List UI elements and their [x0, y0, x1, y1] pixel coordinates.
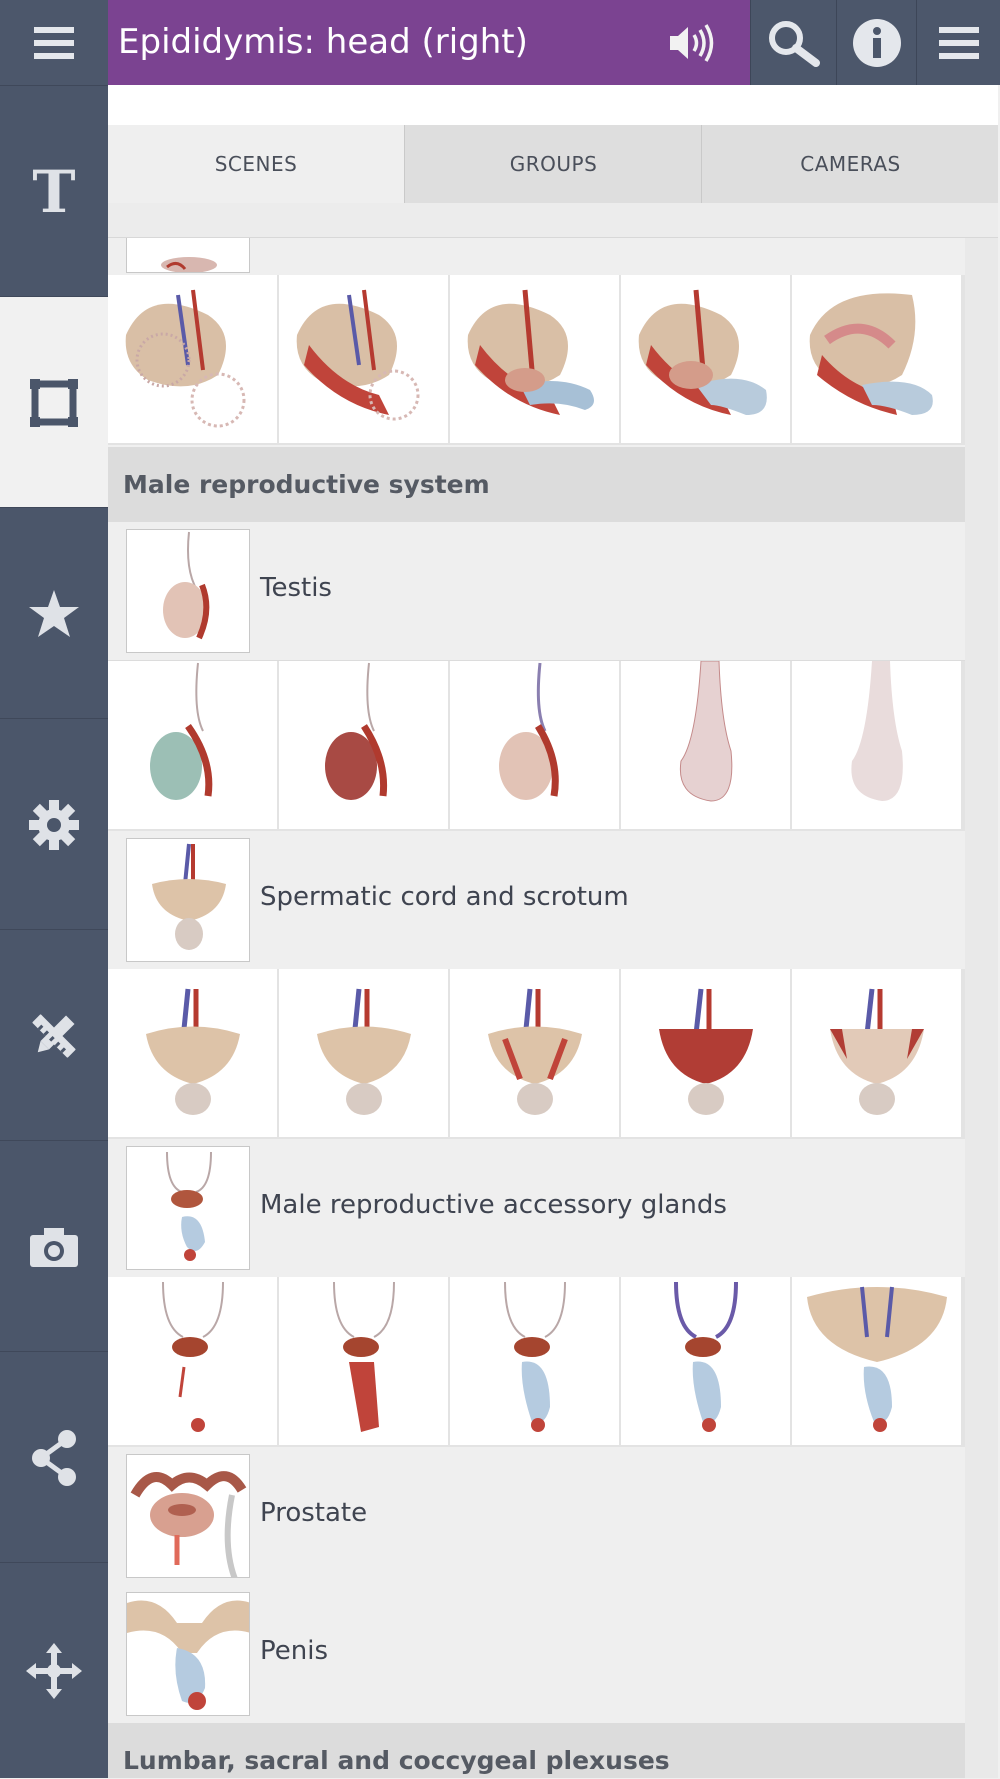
camera-icon	[30, 1227, 78, 1267]
tab-scenes[interactable]: SCENES	[108, 125, 404, 203]
section-header: Lumbar, sacral and coccygeal plexuses	[108, 1723, 965, 1778]
sidebar-item-favorites[interactable]	[0, 507, 108, 719]
tab-cameras[interactable]: CAMERAS	[701, 125, 998, 203]
sidebar: T	[0, 85, 108, 1778]
gear-icon	[29, 799, 79, 850]
scene-thumbnail[interactable]	[450, 661, 619, 829]
sidebar-item-draw[interactable]	[0, 929, 108, 1141]
scene-thumbnail[interactable]	[279, 275, 448, 443]
scene-thumbnail-row	[108, 969, 965, 1139]
search-button[interactable]	[750, 0, 837, 85]
tab-groups[interactable]: GROUPS	[404, 125, 702, 203]
scene-thumbnail[interactable]	[621, 1277, 790, 1445]
scene-list[interactable]: Male reproductive system Testis	[108, 238, 965, 1778]
scene-thumbnail[interactable]	[108, 969, 277, 1137]
scene-thumbnail	[126, 1592, 250, 1716]
sound-icon	[670, 24, 714, 62]
scene-thumbnail[interactable]	[621, 969, 790, 1137]
scene-thumbnail[interactable]	[108, 275, 277, 443]
sidebar-item-share[interactable]	[0, 1351, 108, 1563]
sidebar-item-scenes[interactable]	[0, 296, 108, 508]
sound-button[interactable]	[668, 22, 728, 64]
text-icon: T	[32, 157, 76, 226]
star-icon	[29, 589, 79, 637]
list-item[interactable]	[108, 238, 965, 276]
item-label: Testis	[260, 573, 332, 603]
scene-thumbnail[interactable]	[450, 1277, 619, 1445]
scene-thumbnail	[126, 838, 250, 962]
sidebar-item-text[interactable]: T	[0, 85, 108, 297]
options-menu-button[interactable]	[916, 0, 1000, 85]
list-item-spermatic-cord[interactable]: Spermatic cord and scrotum	[108, 831, 965, 970]
scenes-icon	[30, 378, 78, 427]
item-label: Penis	[260, 1636, 328, 1666]
scene-thumbnail[interactable]	[279, 661, 448, 829]
list-item-prostate[interactable]: Prostate	[108, 1447, 965, 1586]
scene-thumbnail[interactable]	[792, 1277, 961, 1445]
scene-thumbnail[interactable]	[108, 1277, 277, 1445]
sidebar-item-settings[interactable]	[0, 718, 108, 930]
move-icon	[26, 1643, 82, 1699]
draw-icon	[32, 1013, 76, 1058]
scene-thumbnail	[126, 529, 250, 653]
scene-thumbnail[interactable]	[279, 1277, 448, 1445]
info-icon	[853, 18, 901, 67]
scene-thumbnail	[126, 1146, 250, 1270]
scene-thumbnail[interactable]	[108, 661, 277, 829]
scene-thumbnail[interactable]	[450, 275, 619, 443]
scene-thumbnail[interactable]	[792, 969, 961, 1137]
tab-bar: SCENES GROUPS CAMERAS	[108, 125, 998, 203]
list-item-testis[interactable]: Testis	[108, 522, 965, 661]
scene-thumbnail[interactable]	[792, 661, 961, 829]
scene-thumbnail	[126, 238, 250, 273]
scene-thumbnail[interactable]	[621, 661, 790, 829]
scene-thumbnail[interactable]	[450, 969, 619, 1137]
scene-thumbnail-row	[108, 275, 965, 445]
scene-thumbnail[interactable]	[279, 969, 448, 1137]
panel-top-strip	[108, 85, 998, 126]
item-label: Prostate	[260, 1498, 368, 1528]
menu-icon	[939, 26, 979, 59]
page-title: Epididymis: head (right)	[118, 22, 528, 62]
sidebar-item-move[interactable]	[0, 1562, 108, 1779]
list-item-penis[interactable]: Penis	[108, 1585, 965, 1724]
sidebar-item-camera[interactable]	[0, 1140, 108, 1352]
item-label: Spermatic cord and scrotum	[260, 882, 629, 912]
list-item-accessory-glands[interactable]: Male reproductive accessory glands	[108, 1139, 965, 1278]
search-icon	[769, 20, 820, 67]
menu-icon	[34, 26, 74, 59]
top-bar: Epididymis: head (right)	[0, 0, 1000, 85]
tab-divider	[108, 203, 998, 238]
scene-thumbnail-row	[108, 661, 965, 831]
scene-thumbnail[interactable]	[621, 275, 790, 443]
section-header: Male reproductive system	[108, 447, 965, 522]
scrollbar[interactable]	[965, 238, 998, 1778]
item-label: Male reproductive accessory glands	[260, 1190, 727, 1220]
scene-thumbnail[interactable]	[792, 275, 961, 443]
share-icon	[32, 1429, 76, 1486]
main-menu-button[interactable]	[0, 0, 108, 85]
scene-thumbnail-row	[108, 1277, 965, 1447]
info-button[interactable]	[836, 0, 917, 85]
scene-thumbnail	[126, 1454, 250, 1578]
scenes-panel: SCENES GROUPS CAMERAS	[108, 85, 998, 1778]
title-bar: Epididymis: head (right)	[108, 0, 750, 85]
